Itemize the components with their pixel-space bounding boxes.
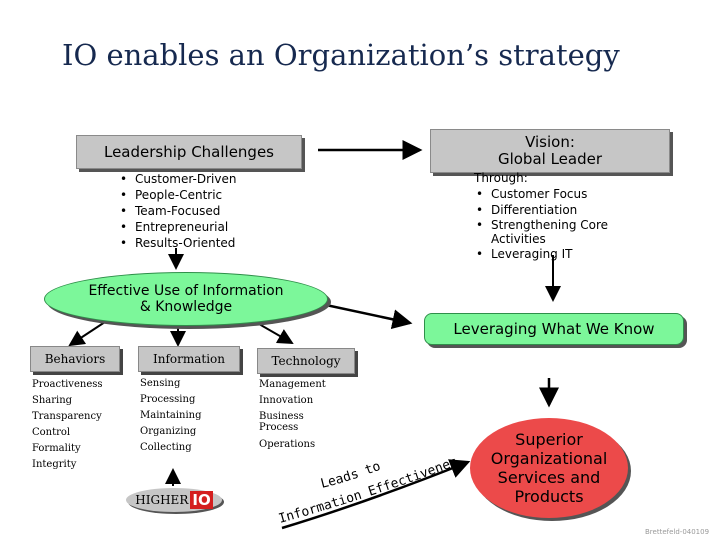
leveraging-label: Leveraging What We Know	[453, 320, 655, 338]
information-list: Sensing Processing Maintaining Organizin…	[140, 376, 202, 456]
behaviors-item: Formality	[32, 443, 81, 454]
effective-use-ellipse: Effective Use of Information & Knowledge	[44, 272, 328, 326]
through-heading: Through:	[474, 171, 528, 185]
through-item: Customer Focus	[474, 186, 631, 202]
superior-line2: Organizational	[490, 449, 608, 468]
higher-io-ellipse: HIGHER IO	[126, 488, 222, 512]
information-item: Maintaining	[140, 410, 202, 421]
leadership-challenges-label: Leadership Challenges	[103, 142, 275, 161]
leadership-item: Team-Focused	[118, 203, 236, 219]
vision-box: Vision: Global Leader	[430, 129, 670, 173]
technology-item: Management	[259, 379, 326, 390]
technology-item: Business Process	[259, 411, 304, 433]
leadership-item: People-Centric	[118, 187, 236, 203]
vision-line1: Vision:	[525, 133, 575, 151]
behaviors-item: Sharing	[32, 395, 73, 406]
superior-line4: Products	[514, 487, 584, 506]
credit-text: Brettefeld-040109	[645, 528, 710, 536]
arrow-effective-to-technology	[251, 319, 294, 344]
information-item: Organizing	[140, 426, 197, 437]
arrow-effective-to-behaviors	[68, 319, 109, 347]
through-item: Strengthening Core Activities	[474, 218, 631, 246]
effective-use-line1: Effective Use of Information	[88, 283, 284, 299]
effective-use-line2: & Knowledge	[139, 299, 233, 315]
io-badge: IO	[190, 491, 213, 509]
arrow-info-effectiveness	[281, 459, 471, 530]
leadership-item: Entrepreneurial	[118, 219, 236, 235]
info-effectiveness-text: Information Effectiveness	[0, 0, 460, 527]
information-header-label: Information	[152, 352, 226, 366]
vision-line2: Global Leader	[497, 150, 603, 168]
through-list: Customer Focus Differentiation Strengthe…	[474, 186, 631, 262]
information-header: Information	[138, 346, 240, 372]
behaviors-header-label: Behaviors	[44, 352, 106, 366]
leadership-challenges-box: Leadership Challenges	[76, 135, 302, 169]
through-item: Leveraging IT	[474, 246, 631, 262]
information-item: Collecting	[140, 442, 192, 453]
information-item: Sensing	[140, 378, 181, 389]
superior-line1: Superior	[515, 430, 583, 449]
leadership-list: Customer-Driven People-Centric Team-Focu…	[118, 171, 236, 251]
information-item: Processing	[140, 394, 196, 405]
behaviors-list: Proactiveness Sharing Transparency Contr…	[32, 377, 103, 473]
behaviors-item: Transparency	[32, 411, 102, 422]
technology-item: Operations	[259, 439, 316, 450]
behaviors-item: Integrity	[32, 459, 77, 470]
technology-item: Innovation	[259, 395, 314, 406]
leadership-item: Results-Oriented	[118, 235, 236, 251]
superior-ellipse: Superior Organizational Services and Pro…	[470, 418, 628, 518]
superior-line3: Services and	[497, 468, 601, 487]
page-title: IO enables an Organization’s strategy	[62, 38, 620, 72]
higher-label: HIGHER	[135, 493, 189, 507]
technology-header-label: Technology	[271, 354, 341, 368]
behaviors-item: Control	[32, 427, 71, 438]
leveraging-box: Leveraging What We Know	[424, 313, 684, 345]
behaviors-item: Proactiveness	[32, 379, 103, 390]
technology-list: Management Innovation Business Process O…	[259, 377, 349, 453]
through-item: Differentiation	[474, 202, 631, 218]
leadership-item: Customer-Driven	[118, 171, 236, 187]
behaviors-header: Behaviors	[30, 346, 120, 372]
through-block: Through: Customer Focus Differentiation …	[474, 171, 631, 262]
technology-header: Technology	[257, 348, 355, 374]
arrow-effective-to-leveraging	[311, 300, 413, 330]
